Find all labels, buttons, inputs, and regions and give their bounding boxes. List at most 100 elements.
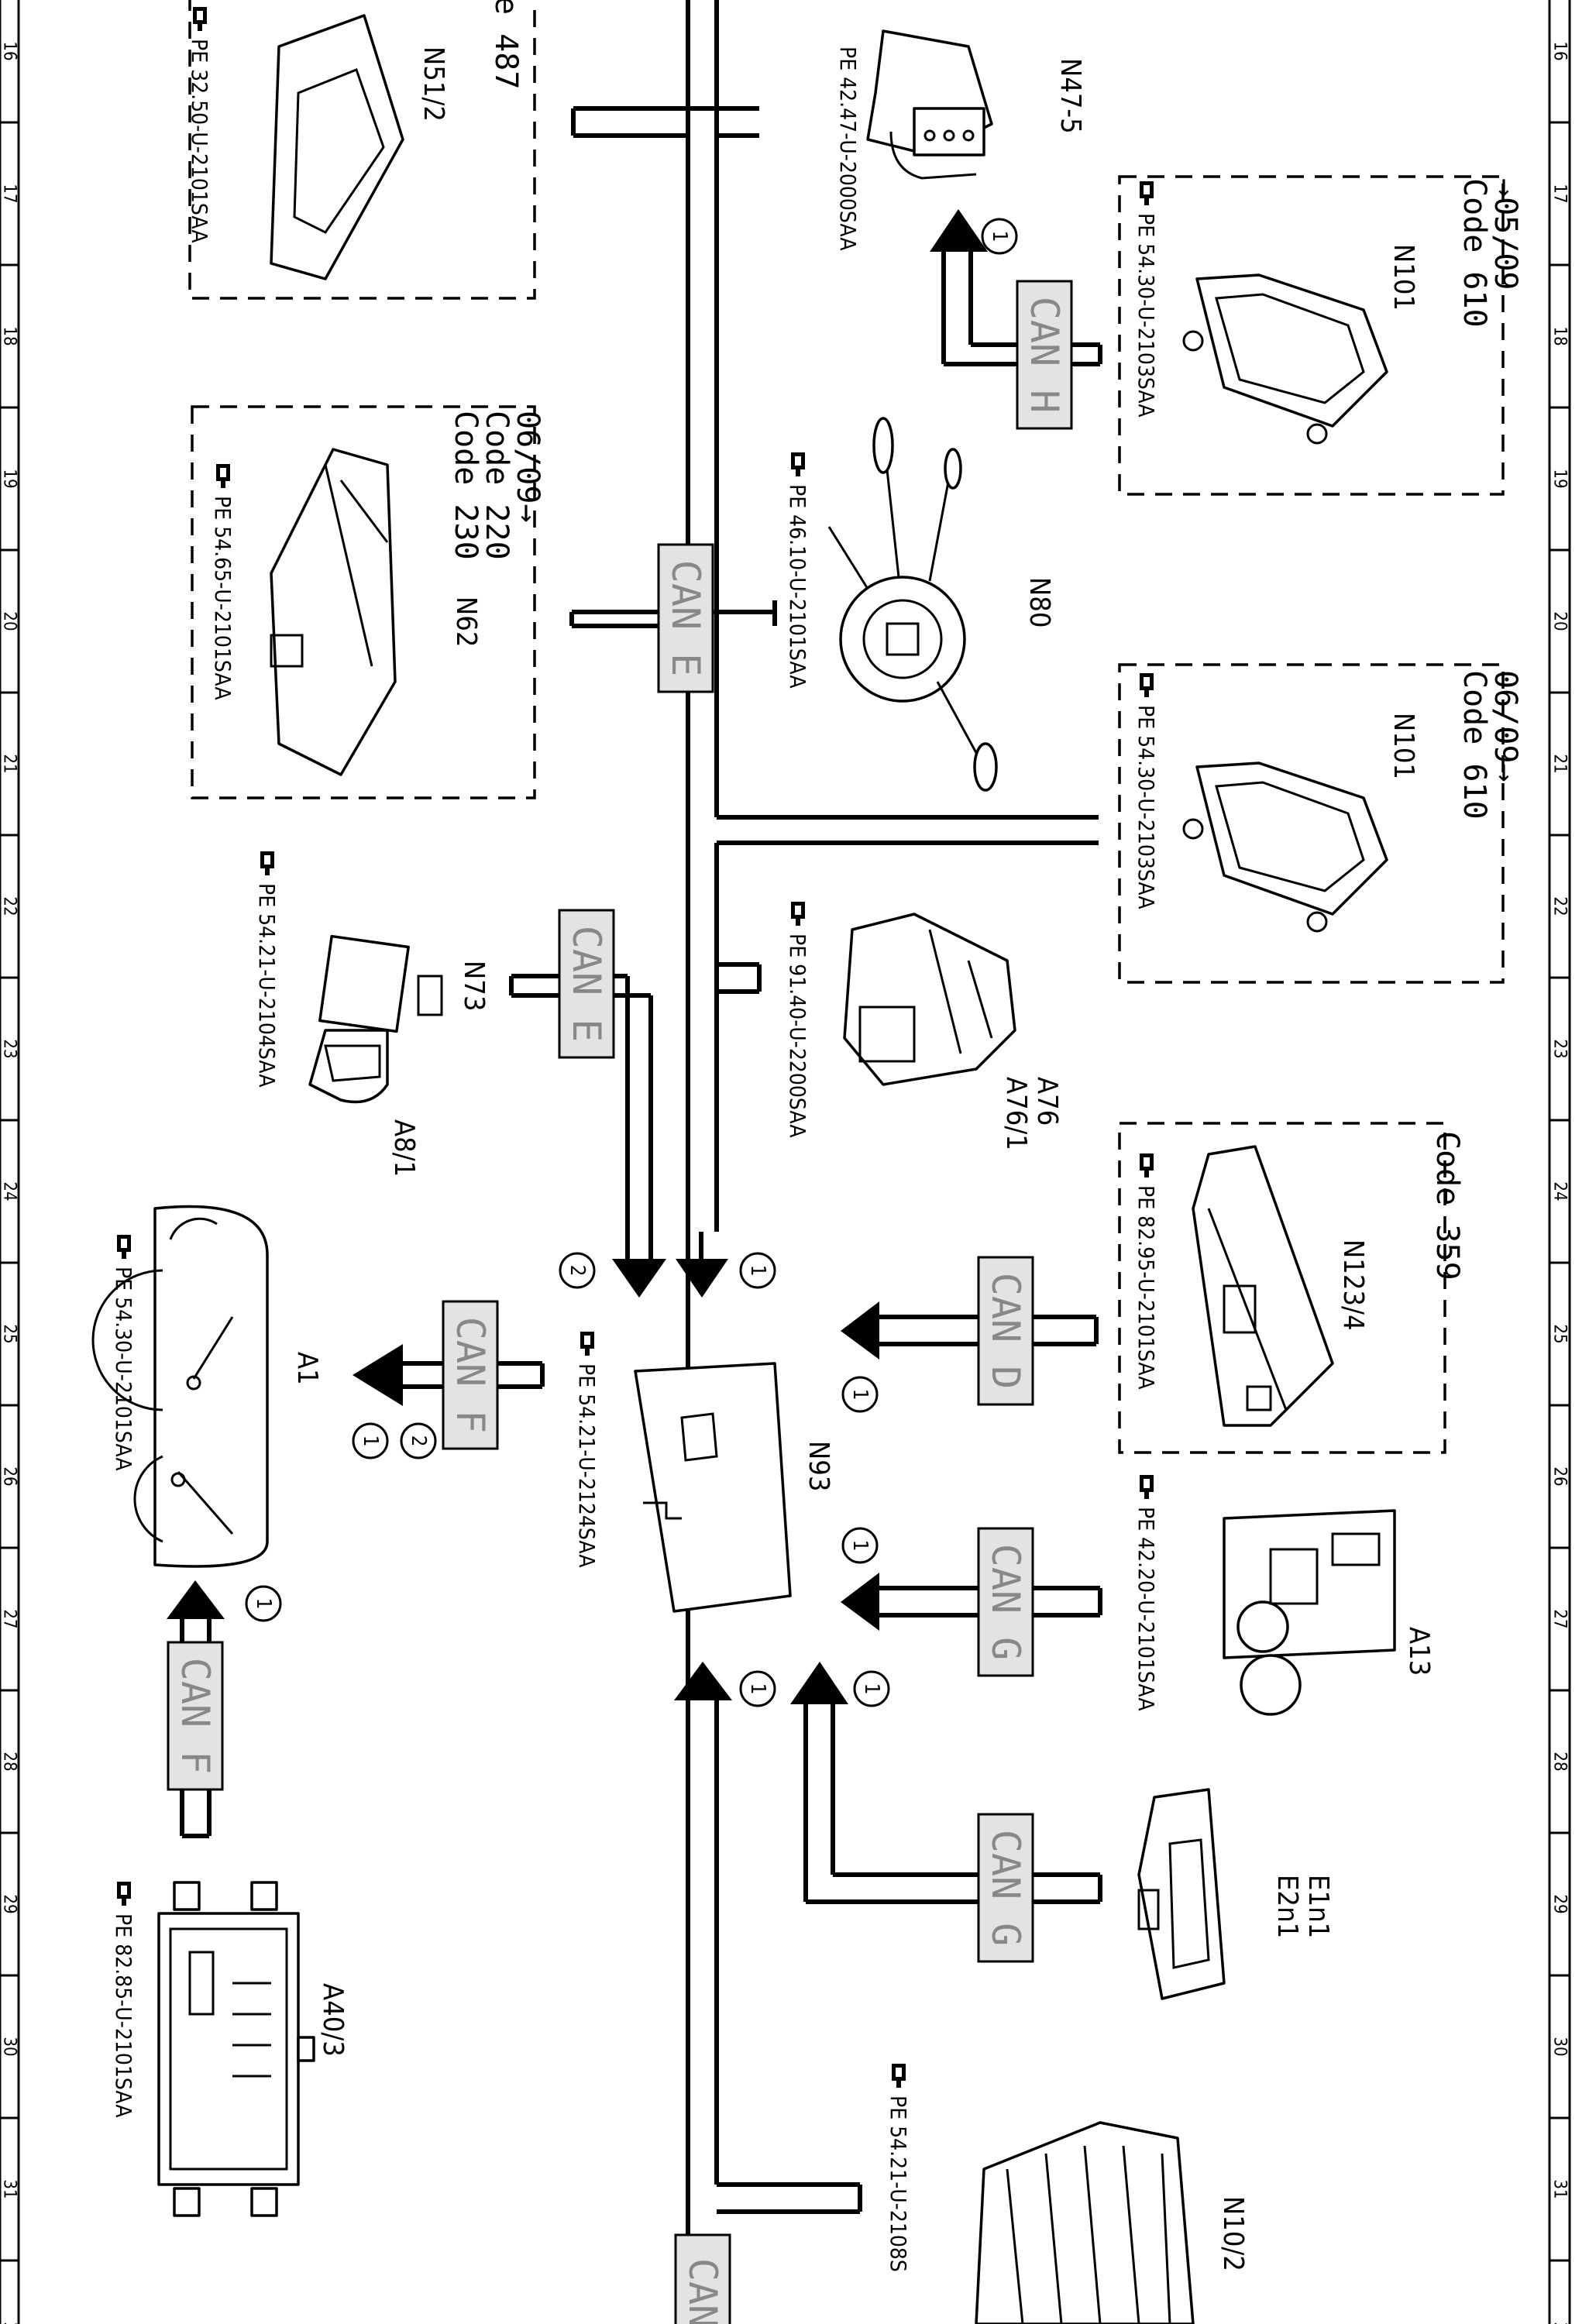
n51-2-ref: PE 32.50-U-2101SAA: [187, 39, 212, 243]
grid-number: 20: [1550, 611, 1570, 631]
marker-1: 1: [352, 1422, 389, 1459]
n123-4-drawing: [1192, 1145, 1334, 1427]
n101-b-code-1: 06/09→: [1488, 670, 1523, 782]
a13-drawing: [1223, 1509, 1396, 1716]
component-labels: PE 32.50-U-2101SAA N51/2 e 487 06/09→ Co…: [111, 0, 1523, 2272]
n101-a-drawing: [1182, 273, 1388, 445]
n62-code-3: Code 230: [448, 411, 483, 560]
can-f-label-a40: CAN F: [167, 1641, 224, 1791]
component-drawings: [91, 14, 1396, 2324]
grid-number: 23: [1550, 1039, 1570, 1058]
svg-text:2: 2: [407, 1435, 430, 1447]
grid-number: 23: [0, 1039, 19, 1058]
grid-number: 27: [0, 1609, 19, 1628]
svg-text:CAN G: CAN G: [983, 1830, 1028, 1947]
n101-b-code-2: Code 610: [1457, 670, 1492, 820]
grid-number: 29: [1550, 1894, 1570, 1913]
n62-label: N62: [450, 596, 482, 647]
marker-1: 1: [739, 1252, 776, 1289]
n62-drawing: [270, 448, 397, 776]
e2n1-label: E2n1: [1271, 1875, 1303, 1938]
grid-number: 24: [0, 1181, 19, 1201]
grid-number: 32: [1550, 2322, 1570, 2324]
svg-text:1: 1: [252, 1598, 275, 1610]
grid-number: 28: [1550, 1752, 1570, 1771]
grid-number: 31: [0, 2179, 19, 2199]
can-e-label: CAN E: [657, 543, 714, 693]
marker-1: 1: [739, 1670, 776, 1707]
n123-4-label: N123/4: [1337, 1239, 1369, 1331]
n51-2-label: N51/2: [418, 46, 449, 122]
wiring: [167, 0, 1102, 2324]
svg-text:CAN E: CAN E: [564, 926, 609, 1043]
markers: 1 1 2 2 1 1 1 1 1 1: [245, 218, 1018, 1707]
svg-text:1: 1: [746, 1265, 769, 1277]
a76-label: A76: [1031, 1077, 1063, 1126]
svg-text:2: 2: [566, 1265, 589, 1277]
n47-5-ref: PE 42.47-U-2000SAA: [835, 46, 861, 251]
grid-number: 16: [1550, 41, 1570, 60]
grid-number: 28: [0, 1752, 19, 1771]
n101-a-label: N101: [1388, 244, 1419, 311]
grid-strip-right: 1617181920212223242526272829303132: [1548, 0, 1571, 2324]
grid-number: 19: [1550, 469, 1570, 488]
n101-a-code-1: →05/09: [1488, 178, 1523, 290]
svg-text:1: 1: [359, 1435, 382, 1447]
a8-1-label: A8/1: [388, 1119, 420, 1177]
n93-drawing: [634, 1362, 792, 1613]
grid-number: 21: [1550, 754, 1570, 773]
n80-ref: PE 46.10-U-2101SAA: [785, 484, 810, 689]
grid-number: 24: [1550, 1181, 1570, 1201]
grid-number: 26: [0, 1466, 19, 1486]
n80-label: N80: [1023, 577, 1055, 627]
marker-1: 1: [981, 218, 1018, 255]
n62-ref: PE 54.65-U-2101SAA: [210, 496, 236, 700]
n93-label: N93: [803, 1441, 834, 1491]
e1n1-label: E1n1: [1302, 1875, 1334, 1938]
svg-text:CAN F: CAN F: [448, 1317, 493, 1434]
n123-4-ref: PE 82.95-U-2101SAA: [1133, 1185, 1159, 1390]
svg-text:CAN F: CAN F: [173, 1658, 218, 1775]
grid-number: 18: [1550, 326, 1570, 346]
marker-2: 2: [559, 1252, 596, 1289]
marker-2: 2: [400, 1422, 437, 1459]
n10-2-drawing: [975, 2121, 1195, 2324]
grid-number: 18: [0, 326, 19, 346]
grid-number: 16: [0, 41, 19, 60]
n101-a-ref: PE 54.30-U-2103SAA: [1133, 213, 1159, 418]
grid-number: 32: [0, 2322, 19, 2324]
n51-2-code: e 487: [488, 0, 524, 89]
can-e-label-n73: CAN E: [558, 909, 615, 1059]
svg-text:1: 1: [848, 1540, 872, 1552]
n73-ref: PE 54.21-U-2104SAA: [254, 883, 280, 1088]
n47-5-drawing: [866, 29, 993, 180]
can-labels: CAN E CAN E CAN H CAN F CAN F CAN D CAN …: [167, 280, 1073, 2324]
n123-4-code: Code 359: [1429, 1131, 1465, 1281]
a76-ref: PE 91.40-U-2200SAA: [785, 933, 810, 1138]
a40-3-ref: PE 82.85-U-2101SAA: [111, 1913, 136, 2118]
n101-b-label: N101: [1388, 713, 1419, 779]
n62-code-1: 06/09→: [510, 411, 545, 523]
grid-strip-left: 1617181920212223242526272829303132: [0, 0, 20, 2324]
marker-1: 1: [245, 1585, 282, 1622]
n62-code-2: Code 220: [479, 411, 514, 560]
can-g-label-e1n1: CAN G: [977, 1813, 1034, 1963]
n101-b-drawing: [1182, 761, 1388, 933]
a1-label: A1: [291, 1352, 323, 1385]
can-label-bottom: CAN: [674, 2233, 731, 2324]
grid-number: 20: [0, 611, 19, 631]
svg-text:1: 1: [988, 231, 1011, 242]
grid-number: 27: [1550, 1609, 1570, 1628]
n73-label: N73: [458, 961, 490, 1011]
grid-number: 29: [0, 1894, 19, 1913]
svg-text:CAN G: CAN G: [983, 1544, 1028, 1661]
a1-drawing: [91, 1205, 269, 1568]
n73-drawing: [308, 934, 443, 1104]
e1n1-drawing: [1137, 1788, 1226, 2000]
grid-number: 17: [0, 184, 19, 203]
grid-number: 26: [1550, 1466, 1570, 1486]
grid-number: 30: [0, 2037, 19, 2056]
can-f-label-a1: CAN F: [442, 1300, 499, 1450]
a40-3-label: A40/3: [317, 1983, 349, 2057]
